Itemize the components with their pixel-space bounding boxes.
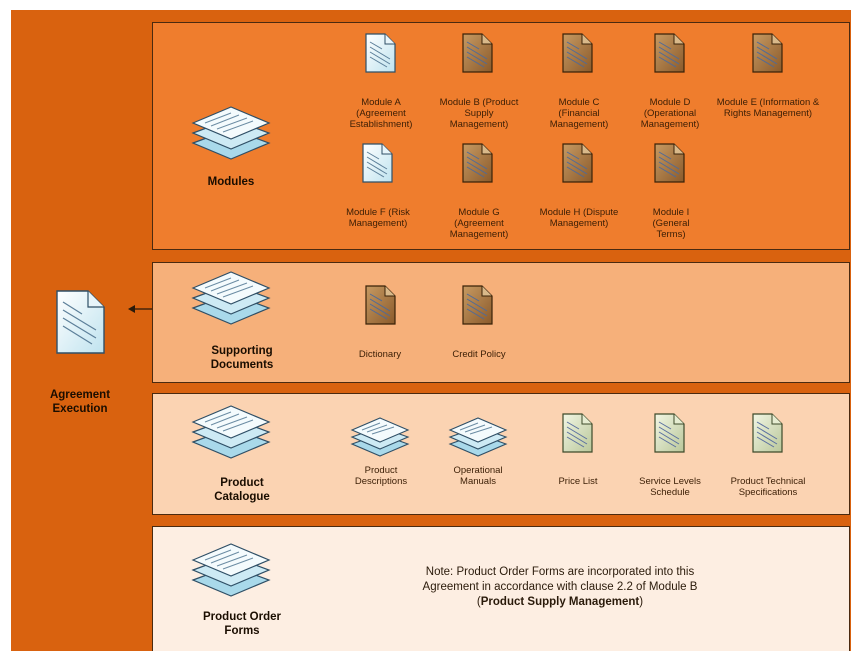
price-list-label: Price List	[558, 476, 598, 487]
note-bold-module-name: Product Supply Management	[480, 596, 640, 608]
module-c-label: Module C (Financial Management)	[549, 97, 609, 130]
modules-heading: Modules	[207, 176, 255, 188]
module-h-document-icon	[562, 143, 593, 183]
product-order-forms-heading: Product Order Forms	[203, 611, 281, 637]
dictionary-document-icon	[365, 285, 396, 325]
module-d-label: Module D (Operational Management)	[640, 97, 700, 130]
agreement-execution-label: Agreement Execution	[30, 388, 130, 416]
product-descriptions-label: Product Descriptions	[354, 465, 408, 487]
supporting-documents-section	[152, 262, 850, 383]
arrow-to-execution	[128, 305, 152, 313]
supporting-documents-heading: Supporting Documents	[210, 345, 274, 371]
product-catalogue-section	[152, 393, 850, 515]
operational-manuals-stack-icon	[449, 417, 507, 457]
product-catalogue-heading: Product Catalogue	[214, 477, 270, 503]
credit-policy-label: Credit Policy	[452, 349, 506, 360]
product-technical-specifications-document-icon	[752, 413, 783, 453]
agreement-execution-document-icon	[56, 290, 105, 354]
price-list-document-icon	[562, 413, 593, 453]
operational-manuals-label: Operational Manuals	[453, 465, 503, 487]
product-technical-specifications-label: Product Technical Specifications	[730, 476, 806, 498]
note-line-3: (Product Supply Management)	[370, 595, 750, 610]
module-c-document-icon	[562, 33, 593, 73]
module-d-document-icon	[654, 33, 685, 73]
module-e-label: Module E (Information & Rights Managemen…	[716, 97, 820, 119]
product-order-forms-note: Note: Product Order Forms are incorporat…	[370, 565, 750, 610]
module-i-document-icon	[654, 143, 685, 183]
service-levels-schedule-label: Service Levels Schedule	[639, 476, 701, 498]
module-h-label: Module H (Dispute Management)	[539, 207, 619, 229]
module-g-document-icon	[462, 143, 493, 183]
module-g-label: Module G (Agreement Management)	[449, 207, 509, 240]
module-f-document-icon	[362, 143, 393, 183]
module-a-label: Module A (Agreement Establishment)	[349, 97, 413, 130]
product-order-forms-stack-icon	[192, 543, 270, 597]
module-b-label: Module B (Product Supply Management)	[439, 97, 519, 130]
agreement-execution-text: Agreement Execution	[49, 389, 111, 415]
credit-policy-document-icon	[462, 285, 493, 325]
modules-section	[152, 22, 850, 250]
product-order-forms-section	[152, 526, 850, 651]
module-a-document-icon	[365, 33, 396, 73]
module-e-document-icon	[752, 33, 783, 73]
supporting-documents-stack-icon	[192, 271, 270, 325]
modules-stack-icon	[192, 106, 270, 160]
module-i-label: Module I (General Terms)	[652, 207, 690, 240]
product-descriptions-stack-icon	[351, 417, 409, 457]
note-close-paren: )	[639, 596, 644, 608]
product-catalogue-stack-icon	[192, 405, 270, 459]
note-line-2: Agreement in accordance with clause 2.2 …	[422, 581, 698, 593]
service-levels-schedule-document-icon	[654, 413, 685, 453]
note-open-paren: (	[476, 596, 481, 608]
dictionary-label: Dictionary	[358, 349, 402, 360]
module-b-document-icon	[462, 33, 493, 73]
module-f-label: Module F (Risk Management)	[346, 207, 410, 229]
note-line-1: Note: Product Order Forms are incorporat…	[425, 566, 695, 578]
